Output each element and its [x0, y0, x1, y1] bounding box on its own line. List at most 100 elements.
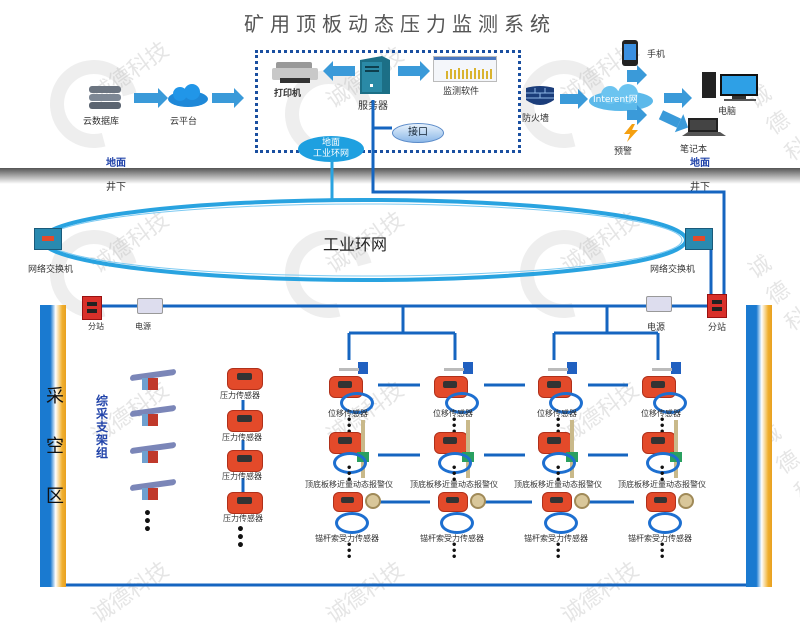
power-supply-right	[646, 296, 672, 312]
anchor-sensor-label: 锚杆索受力传感器	[420, 534, 484, 543]
cable-coil	[648, 512, 682, 534]
roof-alarm-unit	[538, 432, 572, 454]
substation-left	[82, 296, 102, 320]
cloud-icon	[166, 84, 210, 112]
arrow-right-icon	[134, 88, 168, 108]
goaf-area-bar	[40, 305, 66, 587]
arrow-down-icon	[627, 105, 647, 125]
printer-icon	[272, 60, 318, 88]
support-group-label: 综 采 支 架 组	[96, 395, 108, 460]
substation-left-label: 分站	[88, 322, 104, 331]
network-switch-right	[685, 228, 713, 250]
displacement-sensor-rod	[444, 368, 464, 371]
goaf-char: 采	[46, 386, 64, 407]
cable-coil	[440, 512, 474, 534]
displacement-sensor-label: 位移传感器	[328, 409, 368, 418]
roof-alarm-unit	[434, 432, 468, 454]
more-dots: •••	[346, 540, 353, 563]
arrow-right-icon	[664, 88, 692, 108]
displacement-sensor-head	[358, 362, 368, 374]
anchor-sensor-ring	[678, 493, 694, 509]
roof-alarm-rod	[674, 420, 678, 478]
cloud-database-icon	[88, 84, 122, 109]
cable-coil	[542, 452, 576, 474]
watermark-text: 诚德科技	[87, 557, 174, 629]
goaf-char: 空	[46, 436, 64, 457]
pressure-sensor-label: 压力传感器	[222, 433, 262, 442]
underground-label-right: 井下	[690, 182, 710, 193]
monitoring-software-label: 监测软件	[443, 87, 480, 97]
anchor-sensor-ring	[470, 493, 486, 509]
hydraulic-support	[130, 372, 176, 392]
cable-coil	[653, 392, 687, 414]
displacement-sensor-label: 位移传感器	[433, 409, 473, 418]
roof-alarm-rod	[570, 420, 574, 478]
pressure-sensor	[227, 410, 263, 432]
hydraulic-support	[130, 408, 176, 428]
goaf-area-label: 采 空 区	[46, 372, 64, 522]
support-group-char: 架	[96, 433, 109, 447]
arrow-right-icon	[398, 61, 430, 81]
anchor-sensor-label: 锚杆索受力传感器	[524, 534, 588, 543]
arrow-left-icon	[323, 61, 355, 81]
watermark-text: 诚德科技	[322, 557, 409, 629]
arrow-right-icon	[658, 110, 682, 128]
roof-alarm-label: 顶底板移近量动态报警仪	[514, 480, 602, 489]
pressure-sensor-label: 压力传感器	[222, 472, 262, 481]
laptop-icon	[682, 118, 726, 140]
more-dots: •••	[236, 522, 245, 554]
network-switch-left	[34, 228, 62, 250]
hydraulic-support	[130, 445, 176, 465]
roof-alarm-unit	[642, 432, 676, 454]
underground-ring-network-label: 工业环网	[323, 235, 388, 254]
cable-coil	[646, 452, 680, 474]
cloud-database-label: 云数据库	[83, 117, 120, 127]
displacement-sensor-label: 位移传感器	[641, 409, 681, 418]
right-edge-bar	[746, 305, 772, 587]
pressure-sensor-label: 压力传感器	[223, 514, 263, 523]
cable-coil	[544, 512, 578, 534]
internet-label: Interent网	[593, 95, 638, 105]
displacement-sensor-head	[567, 362, 577, 374]
anchor-sensor-unit	[333, 492, 363, 512]
displacement-sensor-label: 位移传感器	[537, 409, 577, 418]
roof-alarm-label: 顶底板移近量动态报警仪	[305, 480, 393, 489]
support-group-char: 采	[96, 407, 109, 421]
cable-coil	[335, 512, 369, 534]
cable-coil	[445, 392, 479, 414]
interface-label: 接口	[408, 127, 428, 138]
server-label: 服务器	[358, 101, 388, 112]
more-dots: •••	[346, 463, 353, 486]
monitoring-software-screenshot	[433, 56, 497, 82]
alarm-label: 预警	[614, 147, 633, 157]
support-group-char: 综	[96, 394, 109, 408]
anchor-sensor-unit	[646, 492, 676, 512]
support-group-char: 组	[96, 446, 109, 460]
power-left-label: 电源	[135, 322, 151, 331]
desktop-computer-icon	[702, 72, 762, 106]
switch-left-label: 网络交换机	[28, 265, 74, 275]
more-dots: •••	[555, 540, 562, 563]
surface-label-left: 地面	[106, 158, 126, 169]
hydraulic-support	[130, 482, 176, 502]
goaf-char: 区	[46, 486, 64, 507]
surface-ring-line2: 工业环网	[312, 149, 349, 159]
more-dots: •••	[451, 540, 458, 563]
cloud-platform-label: 云平台	[170, 117, 198, 127]
surface-ring-network-node: 地面 工业环网	[298, 136, 364, 162]
more-dots: •••	[143, 506, 152, 538]
anchor-sensor-label: 锚杆索受力传感器	[315, 534, 379, 543]
arrow-right-icon	[212, 88, 244, 108]
surface-label-right: 地面	[690, 158, 710, 169]
anchor-sensor-label: 锚杆索受力传感器	[628, 534, 692, 543]
cable-coil	[438, 452, 472, 474]
arrow-up-icon	[627, 65, 647, 85]
displacement-sensor-rod	[652, 368, 672, 371]
roof-alarm-unit	[329, 432, 363, 454]
pressure-sensor	[227, 368, 263, 390]
printer-label: 打印机	[274, 89, 302, 99]
pressure-sensor	[227, 492, 263, 514]
firewall-label: 防火墙	[522, 114, 550, 124]
firewall-icon	[526, 86, 554, 112]
anchor-sensor-ring	[574, 493, 590, 509]
